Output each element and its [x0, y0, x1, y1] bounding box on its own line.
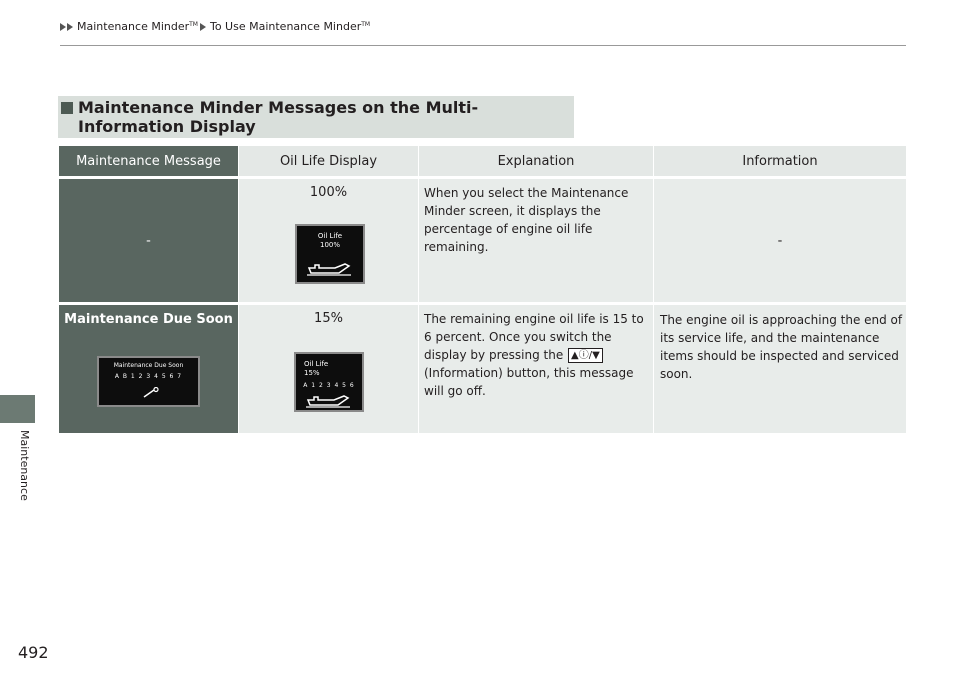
- row2-explanation-post: (Information) button, this message will …: [424, 366, 634, 398]
- section-heading: Maintenance Minder Messages on the Multi…: [58, 96, 574, 138]
- column-header-explanation: Explanation: [419, 146, 653, 176]
- row2-information-cell: The engine oil is approaching the end of…: [654, 305, 906, 433]
- info-scroll-button-icon: ▲ⓘ/▼: [568, 348, 603, 363]
- row2-oil-life: 15%: [314, 311, 343, 326]
- arrow-icon: [199, 22, 206, 31]
- row1-information-cell: -: [654, 179, 906, 302]
- screen-oil-life-text: Oil Life 15%: [304, 360, 329, 377]
- chapter-label: Maintenance: [18, 430, 31, 501]
- arrow-icon: [60, 22, 66, 31]
- heading-square-icon: [61, 102, 73, 114]
- screen-oil-life-code: A 1 2 3 4 5 6: [303, 382, 355, 389]
- column-header-oil-life: Oil Life Display: [239, 146, 418, 176]
- page-number: 492: [18, 643, 49, 662]
- row2-explanation: The remaining engine oil life is 15 to 6…: [424, 310, 650, 400]
- row2-explanation-pre: The remaining engine oil life is 15 to 6…: [424, 312, 644, 362]
- row2-information: The engine oil is approaching the end of…: [660, 313, 903, 381]
- wrench-icon: [143, 387, 159, 398]
- oil-can-icon: [306, 395, 350, 408]
- row2-message: Maintenance Due Soon: [64, 312, 233, 327]
- oil-life-15-display-image: Oil Life 15% A 1 2 3 4 5 6: [294, 352, 364, 412]
- chapter-tab: [0, 395, 35, 423]
- maintenance-due-soon-display-image: Maintenance Due Soon A B 1 2 3 4 5 6 7: [97, 356, 200, 407]
- row1-oil-life-cell: 100% Oil Life 100%: [239, 179, 418, 302]
- breadcrumb-item-to-use[interactable]: To Use Maintenance MinderTM: [209, 20, 371, 33]
- row1-explanation: When you select the Maintenance Minder s…: [424, 186, 629, 254]
- header-divider: [60, 45, 906, 46]
- row1-explanation-cell: When you select the Maintenance Minder s…: [419, 179, 653, 302]
- screen-due-soon-code: A B 1 2 3 4 5 6 7: [114, 373, 183, 380]
- row1-message: -: [146, 233, 151, 248]
- row1-oil-life: 100%: [309, 185, 348, 200]
- screen-oil-life-text: Oil Life 100%: [317, 232, 343, 249]
- row2-message-cell: Maintenance Due Soon Maintenance Due Soo…: [59, 305, 238, 433]
- row1-message-cell: -: [59, 179, 238, 302]
- oil-life-display-image: Oil Life 100%: [295, 224, 365, 284]
- column-header-message: Maintenance Message: [59, 146, 238, 176]
- breadcrumb-item-maintenance-minder[interactable]: Maintenance MinderTM: [77, 20, 198, 33]
- row2-oil-life-cell: 15% Oil Life 15% A 1 2 3 4 5 6: [239, 305, 418, 433]
- oil-can-icon: [307, 263, 351, 276]
- breadcrumb: Maintenance MinderTM To Use Maintenance …: [60, 20, 372, 33]
- arrow-icon: [67, 22, 73, 31]
- screen-due-soon-text: Maintenance Due Soon: [113, 362, 184, 369]
- row1-information: -: [777, 233, 783, 248]
- section-heading-text: Maintenance Minder Messages on the Multi…: [78, 98, 479, 136]
- column-header-information: Information: [654, 146, 906, 176]
- row2-explanation-cell: The remaining engine oil life is 15 to 6…: [419, 305, 653, 433]
